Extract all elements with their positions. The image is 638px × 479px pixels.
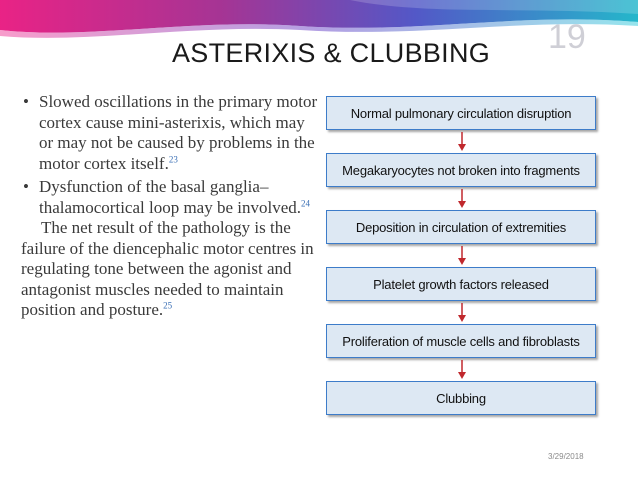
flow-step-5: Proliferation of muscle cells and fibrob… (326, 324, 596, 358)
bullet-item: • Slowed oscillations in the primary mot… (21, 92, 321, 174)
down-arrow-icon (458, 360, 466, 379)
down-arrow-icon (458, 303, 466, 322)
bullet-text: Slowed oscillations in the primary motor… (39, 92, 318, 173)
down-arrow-icon (458, 246, 466, 265)
flow-step-6: Clubbing (326, 381, 596, 415)
body-text: • Slowed oscillations in the primary mot… (21, 92, 321, 321)
bullet-text: Dysfunction of the basal ganglia–thalamo… (39, 177, 302, 217)
flow-step-3: Deposition in circulation of extremities (326, 210, 596, 244)
down-arrow-icon (458, 132, 466, 151)
flow-step-1: Normal pulmonary circulation disruption (326, 96, 596, 130)
down-arrow-icon (458, 189, 466, 208)
decorative-banner (0, 0, 638, 38)
flowchart: Normal pulmonary circulation disruption … (326, 96, 600, 416)
reference-number: 25 (163, 300, 173, 311)
slide-date: 3/29/2018 (548, 452, 584, 461)
bullet-item: • Dysfunction of the basal ganglia–thala… (21, 177, 321, 218)
reference-number: 24 (301, 197, 311, 208)
slide-title: ASTERIXIS & CLUBBING (172, 38, 491, 68)
slide-number: 19 (548, 18, 586, 56)
bullet-dot-icon: • (23, 92, 29, 111)
flow-step-4: Platelet growth factors released (326, 267, 596, 301)
reference-number: 23 (168, 153, 178, 164)
paragraph-text: The net result of the pathology is the f… (21, 218, 314, 319)
flow-step-2: Megakaryocytes not broken into fragments (326, 153, 596, 187)
bullet-dot-icon: • (23, 177, 29, 196)
summary-paragraph: The net result of the pathology is the f… (21, 218, 321, 321)
